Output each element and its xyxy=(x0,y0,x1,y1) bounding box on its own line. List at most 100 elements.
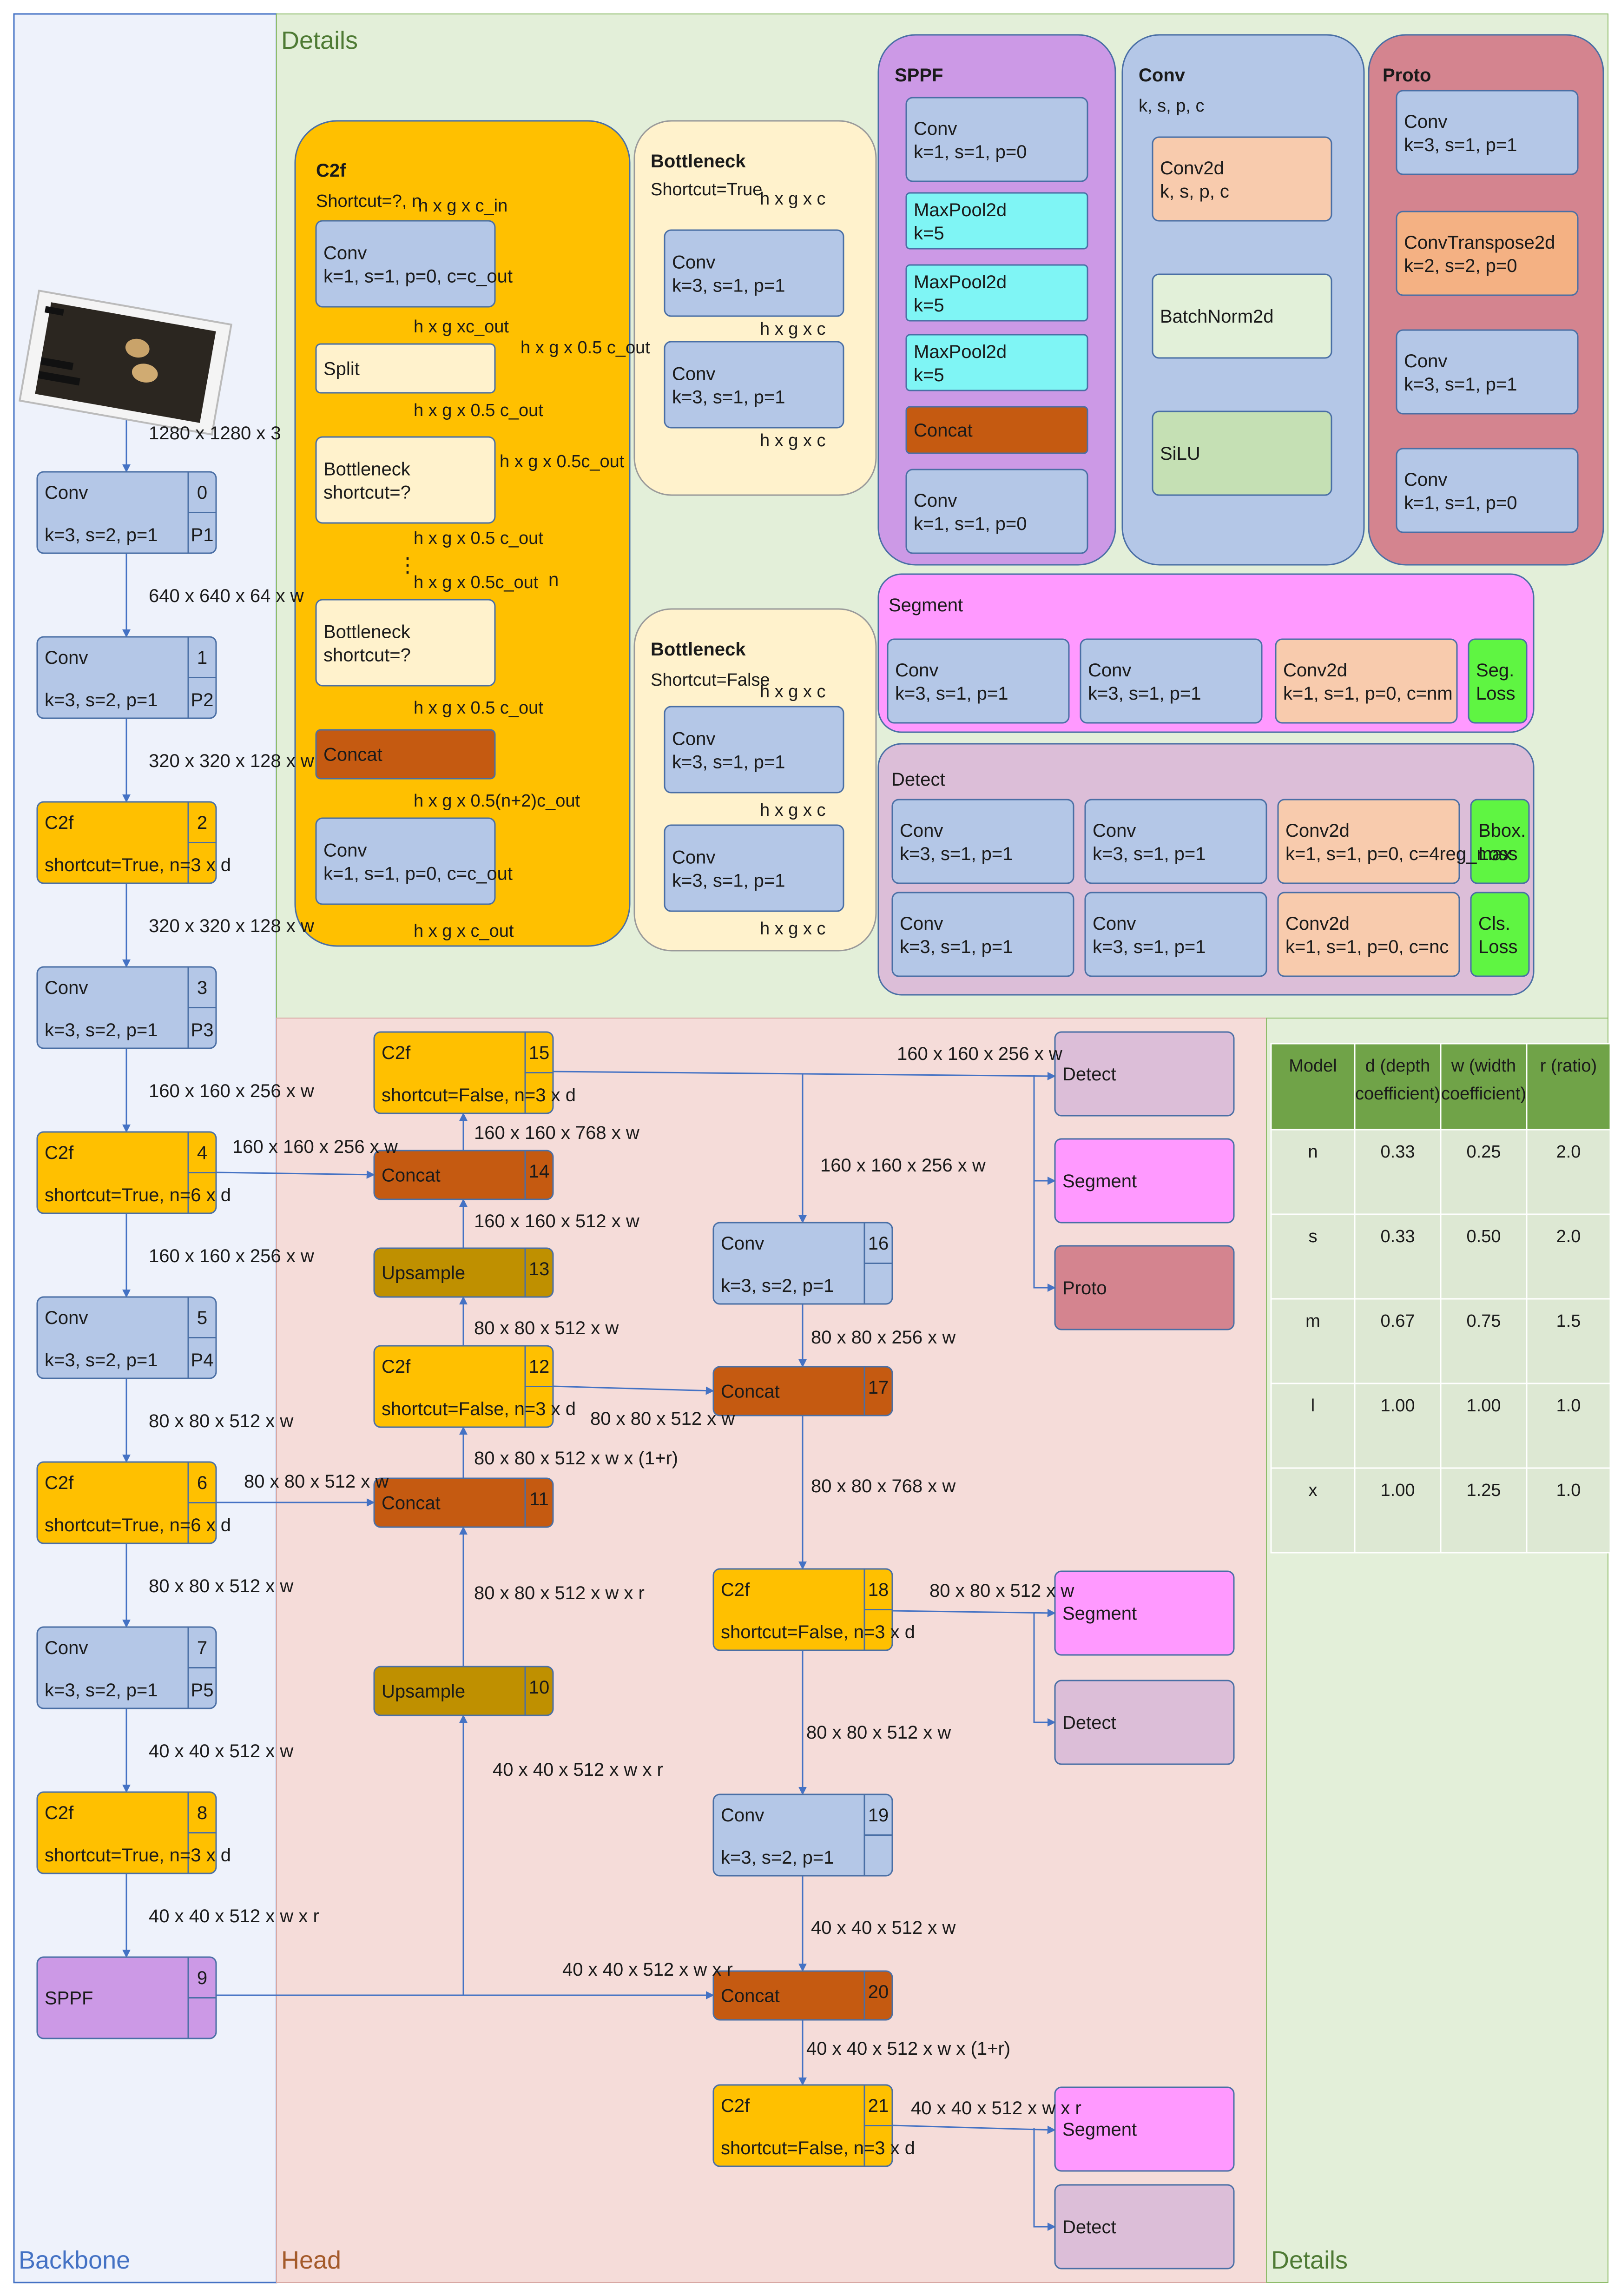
detect-r2-conv1-title: Conv xyxy=(900,913,943,934)
head-output-0-detect[interactable] xyxy=(1054,1031,1235,1117)
segment-conv1[interactable] xyxy=(887,638,1070,724)
bottleneck-false-conv2-params: k=3, s=1, p=1 xyxy=(672,871,785,891)
head-output-6-detect[interactable] xyxy=(1054,2184,1235,2270)
head-layer-14-index: 14 xyxy=(529,1161,550,1182)
conv-detail-batchnorm[interactable] xyxy=(1152,273,1332,359)
detect-r2-loss[interactable] xyxy=(1470,892,1530,977)
head-layer-10[interactable] xyxy=(373,1666,554,1716)
input-image xyxy=(19,290,232,436)
sppf-maxpool-1[interactable] xyxy=(905,192,1088,250)
table-cell xyxy=(1270,1383,1356,1469)
table-cell-text: 0.25 xyxy=(1467,1142,1501,1162)
bottleneck-true-conv1-params: k=3, s=1, p=1 xyxy=(672,276,785,296)
head-output-2-proto[interactable] xyxy=(1054,1245,1235,1330)
head-output-1-segment[interactable] xyxy=(1054,1138,1235,1224)
c2f-split-title: Split xyxy=(323,359,360,379)
segment-conv2[interactable] xyxy=(1080,638,1263,724)
c2f-bottleneck2-params: shortcut=? xyxy=(323,645,411,666)
conv-detail-silu-title: SiLU xyxy=(1160,443,1200,464)
detect-r2-conv1[interactable] xyxy=(891,892,1074,977)
segment-loss[interactable] xyxy=(1468,638,1528,724)
segment-conv1-title: Conv xyxy=(895,660,938,681)
table-cell-text: 1.0 xyxy=(1556,1481,1581,1500)
head-output-4-detect[interactable] xyxy=(1054,1680,1235,1765)
c2f-n-label: n xyxy=(548,569,559,590)
head-output-3-segment-title: Segment xyxy=(1062,1603,1137,1624)
c2f-split[interactable] xyxy=(315,343,496,394)
head-layer-20[interactable] xyxy=(712,1970,893,2021)
detect-r1-loss-params: Loss xyxy=(1478,844,1518,864)
backbone-layer-5-index: 5 xyxy=(197,1308,207,1328)
proto-conv3[interactable] xyxy=(1396,448,1579,533)
segment-conv2d-title: Conv2d xyxy=(1283,660,1347,681)
head-output-3-segment[interactable] xyxy=(1054,1570,1235,1656)
detect-r1-conv2-params: k=3, s=1, p=1 xyxy=(1093,844,1206,864)
detect-r1-conv1[interactable] xyxy=(891,799,1074,884)
head-layer-11[interactable] xyxy=(373,1477,554,1528)
table-cell-text: n xyxy=(1308,1142,1318,1162)
proto-conv3-title: Conv xyxy=(1404,470,1447,490)
head-layer-12-params: shortcut=False, n=3 x d xyxy=(382,1399,576,1419)
edge-label-backbone-4: 160 x 160 x 256 x w xyxy=(149,1246,314,1266)
sppf-conv2[interactable] xyxy=(905,469,1088,554)
table-cell-text: 1.00 xyxy=(1381,1481,1415,1500)
head-layer-13[interactable] xyxy=(373,1247,554,1298)
c2f-conv2[interactable] xyxy=(315,817,496,905)
detect-r2-conv2-title: Conv xyxy=(1093,913,1136,934)
c2f-bottleneck1-params: shortcut=? xyxy=(323,483,411,503)
proto-conv1[interactable] xyxy=(1396,90,1579,175)
backbone-layer-4-title: C2f xyxy=(45,1143,74,1163)
bottleneck-true-dim-in: h x g x c xyxy=(760,189,826,209)
detect-r1-conv2d[interactable] xyxy=(1277,799,1460,884)
backbone-layer-0-title: Conv xyxy=(45,483,88,503)
detect-r1-loss[interactable] xyxy=(1470,799,1530,884)
backbone-layer-0-tag: P1 xyxy=(191,525,214,545)
bottleneck-false-conv2[interactable] xyxy=(664,824,844,912)
edge-label-9-10: 40 x 40 x 512 x w x r xyxy=(493,1760,663,1780)
sppf-maxpool-3[interactable] xyxy=(905,334,1088,391)
sppf-maxpool-1-title: MaxPool2d xyxy=(914,200,1007,220)
detect-r1-conv2[interactable] xyxy=(1084,799,1267,884)
proto-conv2[interactable] xyxy=(1396,329,1579,415)
table-header-text: d (depth xyxy=(1365,1056,1430,1076)
bottleneck-false-dim-mid: h x g x c xyxy=(760,801,826,820)
sppf-conv1[interactable] xyxy=(905,97,1088,182)
c2f-bottleneck2[interactable] xyxy=(315,599,496,687)
detect-r2-loss-params: Loss xyxy=(1478,937,1518,957)
bottleneck-true-conv1[interactable] xyxy=(664,229,844,317)
sppf-maxpool-2[interactable] xyxy=(905,264,1088,322)
head-output-6-detect-title: Detect xyxy=(1062,2217,1116,2237)
segment-loss-title: Seg. xyxy=(1476,660,1514,681)
c2f-concat[interactable] xyxy=(315,729,496,780)
detect-r2-conv2d-title: Conv2d xyxy=(1285,913,1350,934)
head-layer-17[interactable] xyxy=(712,1366,893,1416)
sppf-concat[interactable] xyxy=(905,406,1088,454)
details-bottom-title: Details xyxy=(1271,2246,1348,2274)
bottleneck-false-conv1-params: k=3, s=1, p=1 xyxy=(672,752,785,773)
conv-detail-conv2d[interactable] xyxy=(1152,136,1332,222)
edge-15-detect xyxy=(553,1071,1056,1080)
details-top-title: Details xyxy=(281,26,358,54)
head-output-5-segment[interactable] xyxy=(1054,2086,1235,2172)
proto-convtranspose[interactable] xyxy=(1396,211,1579,296)
head-layer-18-params: shortcut=False, n=3 x d xyxy=(721,1622,915,1642)
segment-conv2d[interactable] xyxy=(1275,638,1458,724)
backbone-layer-7-index: 7 xyxy=(197,1638,207,1658)
conv-detail-title: Conv xyxy=(1139,65,1186,86)
conv-detail-silu[interactable] xyxy=(1152,410,1332,496)
c2f-bottleneck1[interactable] xyxy=(315,436,496,524)
table-cell xyxy=(1270,1467,1356,1554)
table-cell-text: 0.75 xyxy=(1467,1311,1501,1331)
head-layer-14[interactable] xyxy=(373,1150,554,1200)
table-cell xyxy=(1526,1467,1611,1554)
c2f-conv1[interactable] xyxy=(315,220,496,308)
detect-r2-conv2[interactable] xyxy=(1084,892,1267,977)
table-header-text: coefficient) xyxy=(1355,1084,1440,1104)
bottleneck-false-conv1[interactable] xyxy=(664,706,844,794)
backbone-layer-4-params: shortcut=True, n=6 x d xyxy=(45,1185,231,1205)
bottleneck-true-conv2[interactable] xyxy=(664,341,844,429)
table-cell-text: 0.67 xyxy=(1381,1311,1415,1331)
backbone-layer-3-tag: P3 xyxy=(191,1020,214,1040)
c2f-bottleneck2-title: Bottleneck xyxy=(323,622,411,642)
detect-r2-conv2d[interactable] xyxy=(1277,892,1460,977)
